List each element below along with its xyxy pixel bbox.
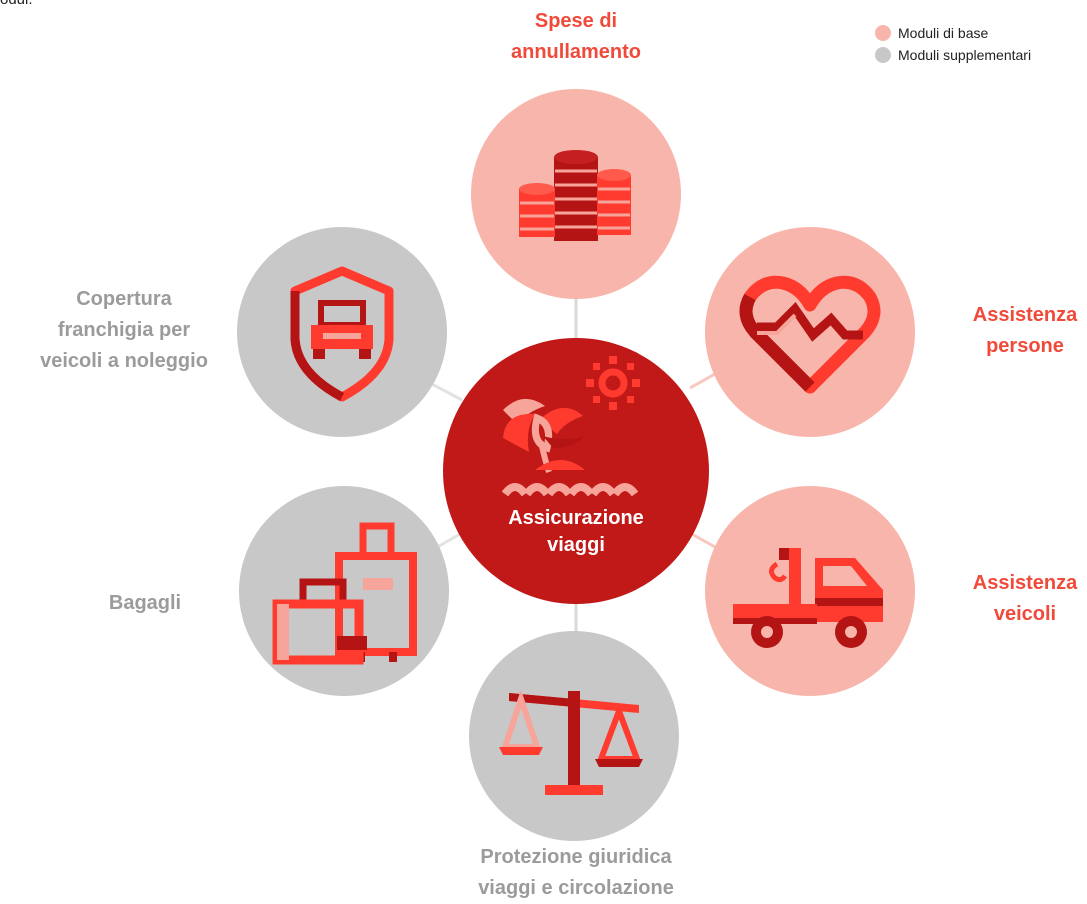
module-luggage-label: Bagagli [108,592,182,614]
scales-icon [499,689,643,795]
module-cancellation-circle [471,89,681,299]
center-label: Assicurazione viaggi [508,507,644,556]
tow-truck-icon [733,548,883,648]
module-vehicle-label: Assistenza veicoli [972,572,1078,625]
module-legal-label: Protezione giuridica viaggi e circolazio… [478,846,674,899]
legend-dot-base [875,25,891,41]
luggage-icon [272,522,417,665]
heart-pulse-icon [739,275,881,394]
palm-island-sun-icon [501,356,640,497]
module-cancellation-label: Spese di annullamento [510,10,641,63]
module-luggage-circle [239,486,449,696]
coins-stack-icon [519,150,631,241]
module-rental-label: Copertura franchigia per veicoli a noleg… [40,288,208,372]
legend: Moduli di base Moduli supplementari [875,22,1031,66]
center-circle [443,338,709,604]
top-note: odui. [0,0,33,8]
legend-item-base: Moduli di base [875,22,1031,44]
legend-item-supplementary: Moduli supplementari [875,44,1031,66]
module-vehicle-circle [705,486,915,696]
legend-label-supplementary: Moduli supplementari [898,47,1032,63]
legend-label-base: Moduli di base [898,25,989,41]
legend-dot-supplementary [875,47,891,63]
module-person-label: Assistenza persone [972,304,1078,357]
module-legal-circle [469,631,679,841]
module-rental-circle [237,227,447,437]
module-person-circle [705,227,915,437]
car-shield-icon [290,266,394,402]
